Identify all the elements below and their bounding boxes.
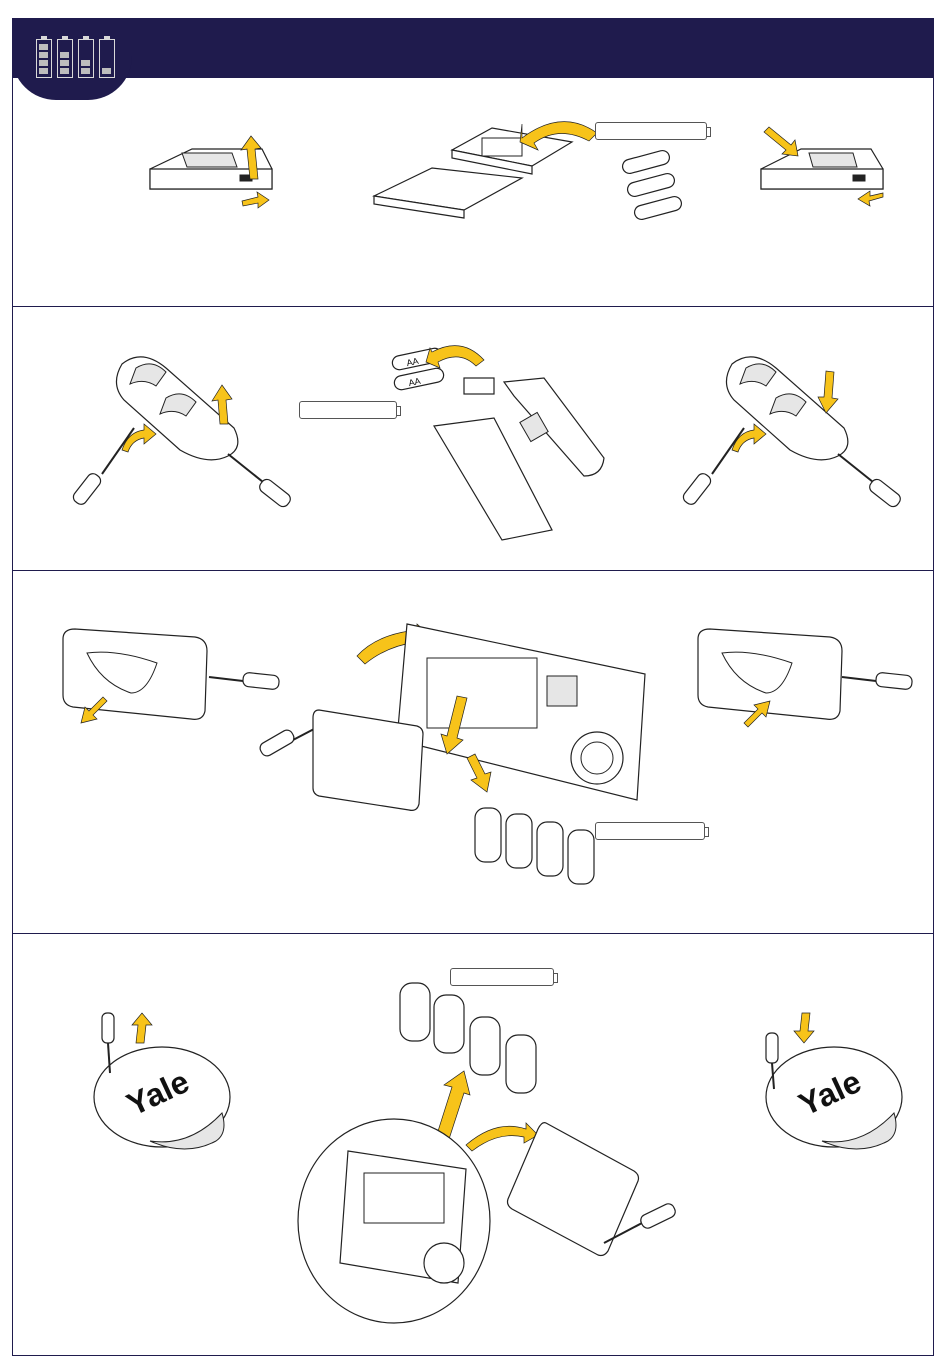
pir-open-illustration	[72, 346, 302, 516]
siren-battery-illustration	[247, 618, 687, 898]
pir-closed-illustration	[682, 346, 912, 516]
sounder-battery-illustration	[284, 973, 704, 1353]
section-control-panel	[12, 78, 934, 306]
battery-type-label	[299, 401, 397, 419]
section-pir-detector: AA AA	[12, 306, 934, 570]
screwdriver-icon	[838, 454, 903, 509]
sounder-open-illustration: Yale	[80, 1013, 240, 1153]
screwdriver-icon	[681, 428, 744, 507]
section-internal-sounder: Yale Yale	[12, 933, 934, 1356]
aa-cell-group	[621, 149, 683, 221]
battery-type-label	[595, 822, 705, 840]
c-cell-group	[475, 808, 594, 884]
battery-type-label	[595, 122, 707, 140]
sounder-closed-illustration: Yale	[752, 1013, 912, 1153]
siren-closed-illustration	[692, 625, 932, 735]
control-panel-open-illustration	[132, 123, 302, 223]
control-panel-closed-illustration	[757, 113, 897, 223]
c-cell-group	[400, 983, 536, 1093]
screwdriver-icon	[71, 428, 134, 507]
section-external-siren	[12, 570, 934, 933]
screwdriver-icon	[842, 672, 913, 690]
screwdriver-icon	[228, 454, 293, 509]
pir-battery-illustration: AA AA	[384, 346, 614, 536]
